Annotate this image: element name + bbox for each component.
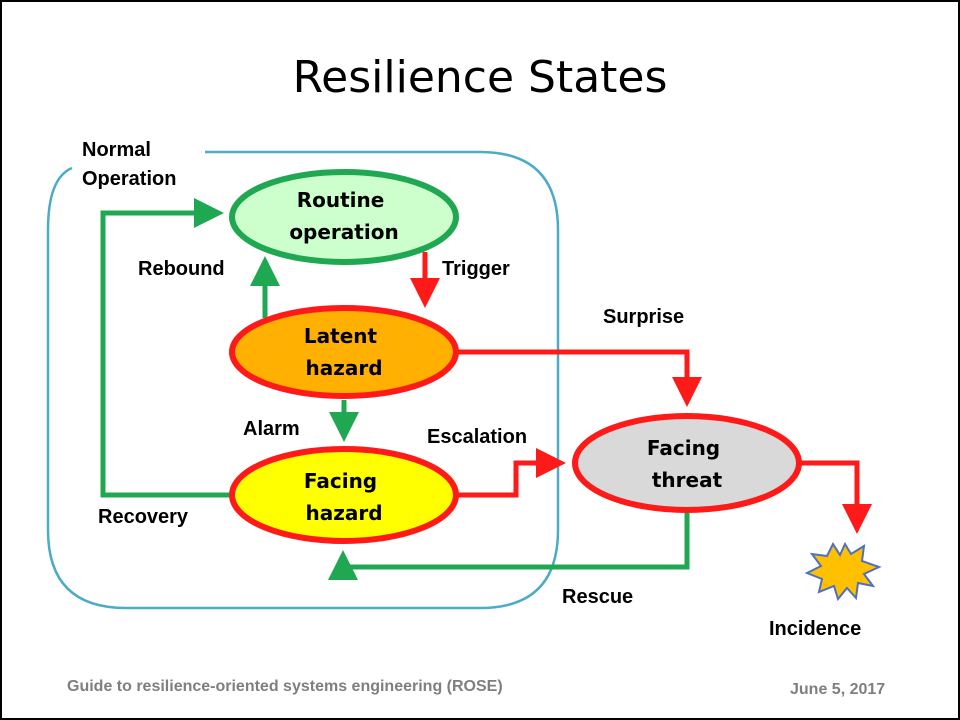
normal-operation-label-line-1: Normal	[82, 139, 151, 161]
surprise-arrow	[458, 349, 702, 407]
footer-source: Guide to resilience-oriented systems eng…	[67, 678, 503, 695]
routine-operation-line-2: operation	[289, 220, 398, 244]
svg-text:Routine operation: Routine operation	[289, 188, 398, 244]
facing-threat-line-1: Facing	[647, 436, 720, 460]
incidence-arrow	[800, 460, 872, 534]
explosion-burst-icon	[804, 541, 882, 602]
svg-text:Latent hazard: Latent hazard	[304, 324, 384, 380]
rescue-label: Rescue	[562, 586, 633, 608]
trigger-label: Trigger	[442, 258, 510, 280]
facing-hazard-node: Facing hazard	[229, 446, 459, 544]
facing-threat-node: Facing threat	[572, 413, 802, 513]
recovery-arrow	[100, 198, 232, 498]
escalation-arrow	[458, 448, 566, 498]
latent-hazard-line-2: hazard	[305, 356, 382, 380]
svg-text:Facing hazard: Facing hazard	[304, 469, 384, 525]
normal-operation-region	[46, 150, 560, 610]
footer-date: June 5, 2017	[790, 681, 885, 698]
surprise-label: Surprise	[603, 306, 684, 328]
svg-text:Facing threat: Facing threat	[647, 436, 727, 492]
slide-title: Resilience States	[293, 52, 668, 103]
escalation-label: Escalation	[427, 426, 527, 448]
normal-operation-label-line-2: Operation	[82, 168, 176, 190]
routine-operation-node: Routine operation	[229, 169, 459, 265]
facing-hazard-line-2: hazard	[305, 501, 382, 525]
alarm-label: Alarm	[243, 418, 300, 440]
rescue-arrow	[328, 513, 690, 580]
routine-operation-line-1: Routine	[297, 188, 385, 212]
latent-hazard-node: Latent hazard	[229, 305, 459, 399]
normal-operation-label: Normal Operation	[82, 139, 176, 190]
recovery-label: Recovery	[98, 506, 189, 528]
incidence-label: Incidence	[769, 618, 861, 640]
facing-threat-line-2: threat	[652, 468, 723, 492]
rebound-label: Rebound	[138, 258, 225, 280]
facing-hazard-line-1: Facing	[304, 469, 377, 493]
latent-hazard-line-1: Latent	[304, 324, 378, 348]
